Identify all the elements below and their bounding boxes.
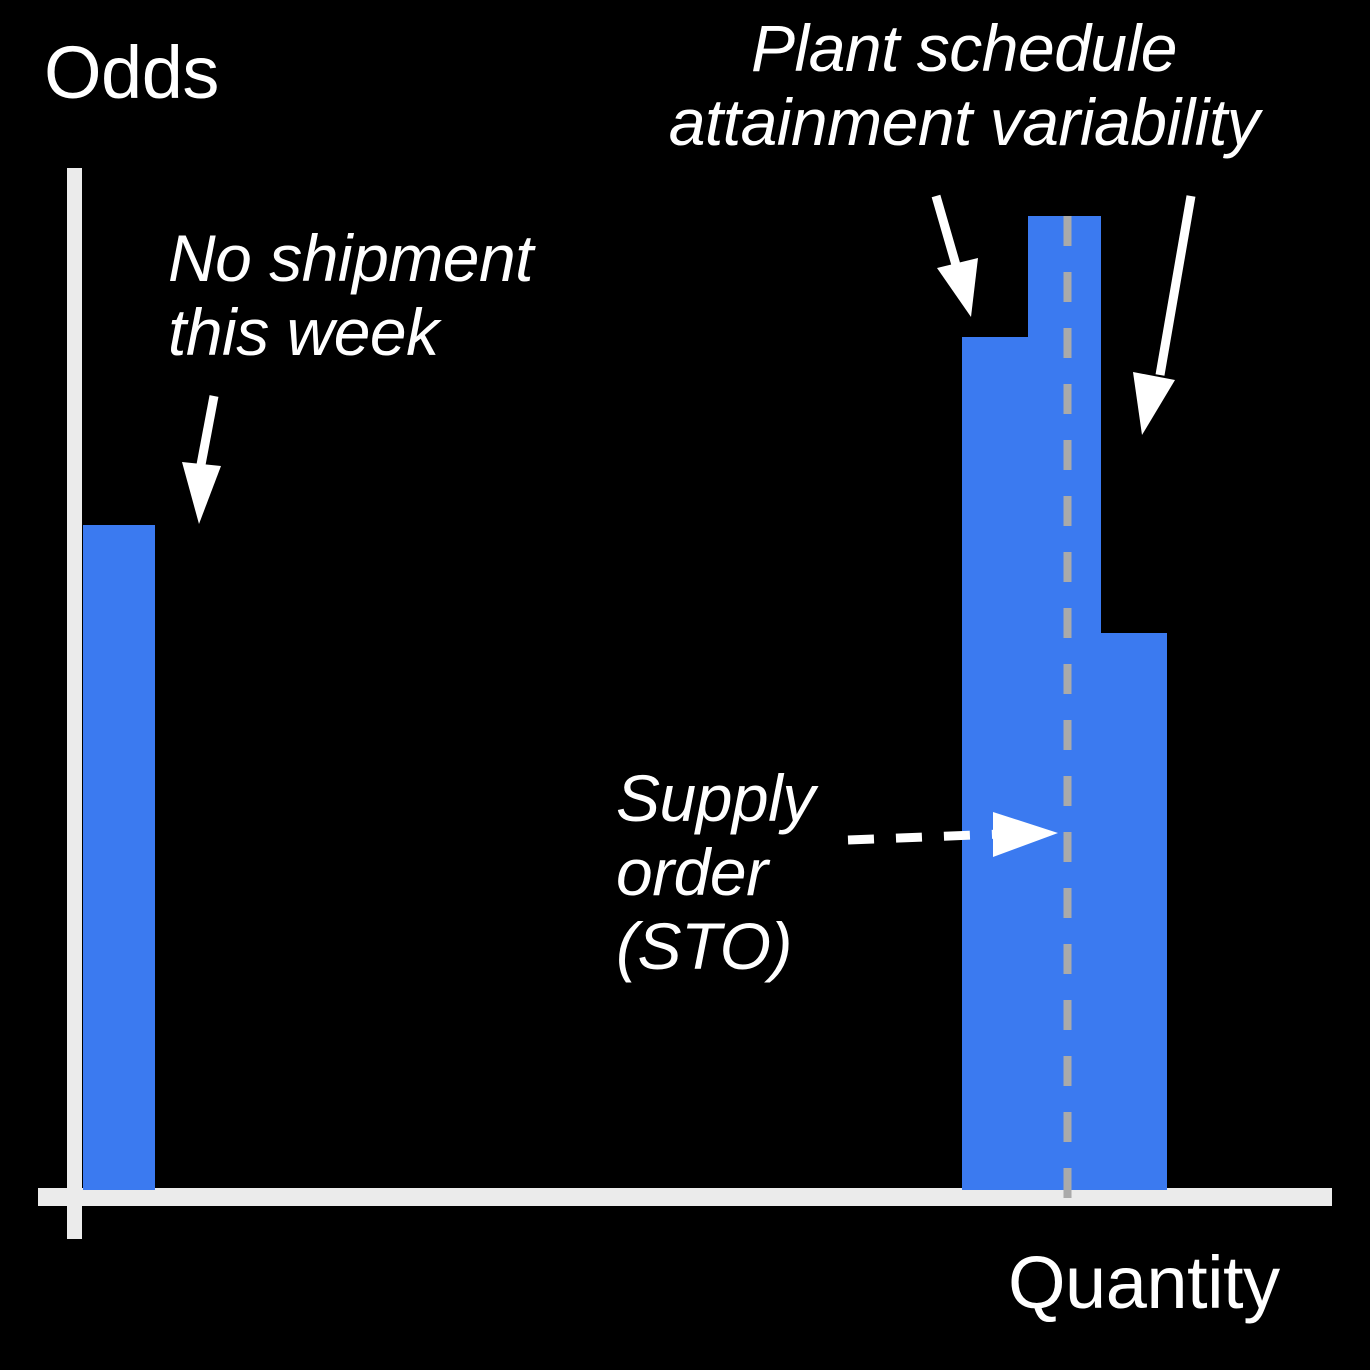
arrow-plant-variability-left [931,194,978,317]
bar-on-schedule [1028,216,1101,1190]
callout-plant-schedule-variability: Plant schedule attainment variability [668,11,1260,159]
bar-over-attainment [1100,633,1167,1190]
y-axis-title: Odds [44,31,219,114]
arrow-no-shipment [182,395,221,524]
callout-no-shipment: No shipment this week [168,221,534,369]
x-axis-line [38,1188,1332,1206]
arrow-supply-order [847,812,1058,857]
bar-no-shipment [83,525,155,1190]
arrow-plant-variability-right [1133,195,1196,435]
y-axis-line [67,168,82,1239]
bar-low-attainment [962,337,1029,1190]
x-axis-title: Quantity [1008,1241,1280,1324]
callout-supply-order: Supply order (STO) [616,761,815,983]
